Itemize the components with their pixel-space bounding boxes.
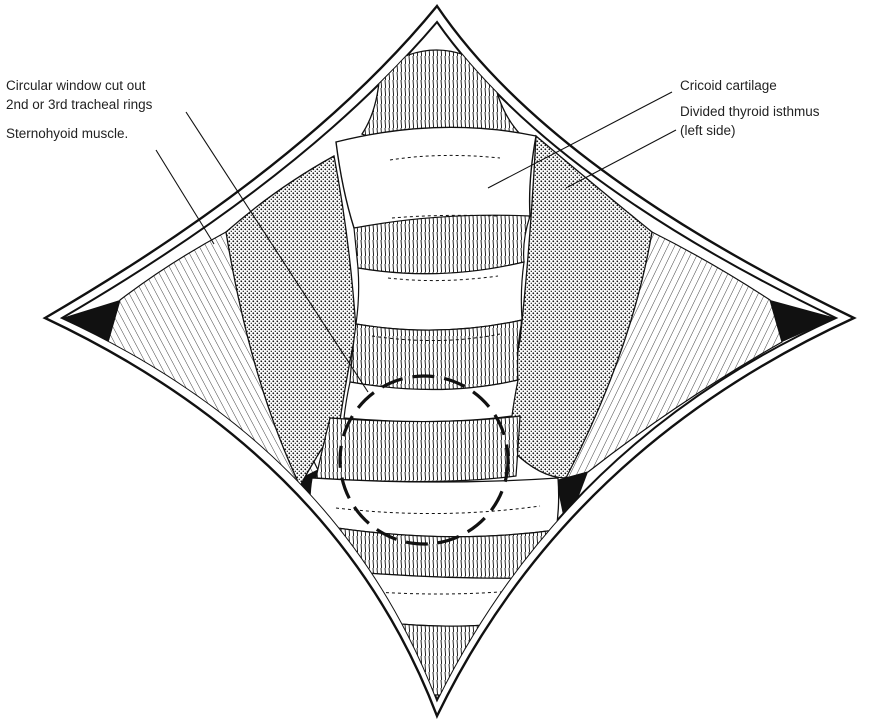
label-cricoid-cartilage: Cricoid cartilage: [680, 78, 777, 93]
trachea-cartilage-ring-4: [330, 570, 540, 626]
label-circular-window-line2: 2nd or 3rd tracheal rings: [6, 97, 153, 112]
label-circular-window-line1: Circular window cut out: [6, 78, 146, 93]
trachea-hatched-ring-1: [354, 215, 530, 274]
trachea-cartilage-ring-3: [310, 478, 559, 537]
trachea-hatched-ring-5: [350, 618, 520, 695]
label-thyroid-isthmus-line1: Divided thyroid isthmus: [680, 104, 820, 119]
trachea-hatched-ring-2: [350, 320, 522, 390]
label-thyroid-isthmus-line2: (left side): [680, 123, 736, 138]
label-sternohyoid-muscle: Sternohyoid muscle.: [6, 126, 128, 141]
